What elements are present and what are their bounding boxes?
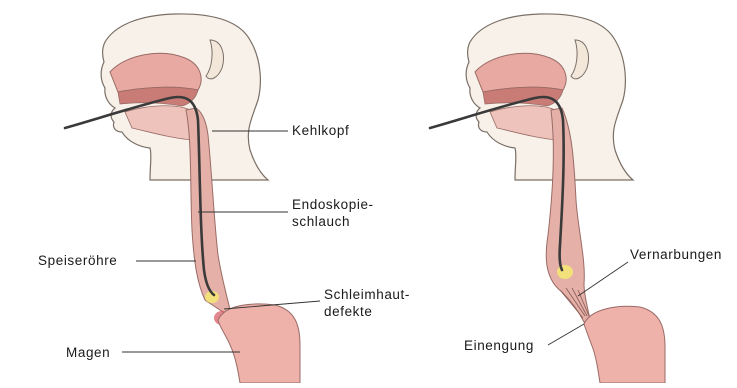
label-schleimhaut-line1: Schleimhaut- xyxy=(324,286,410,303)
label-magen: Magen xyxy=(66,344,110,361)
right-lesion-yellow xyxy=(557,265,573,279)
left-stomach xyxy=(218,304,300,383)
left-figure xyxy=(65,14,300,383)
right-palate xyxy=(483,87,563,106)
leader-einengung xyxy=(548,324,584,345)
label-schleimhaut-line2: defekte xyxy=(324,303,372,320)
label-vernarbungen: Vernarbungen xyxy=(630,246,722,263)
right-figure xyxy=(430,14,665,383)
label-endoskopie-line2: schlauch xyxy=(292,213,350,230)
label-einengung: Einengung xyxy=(464,337,534,354)
label-kehlkopf: Kehlkopf xyxy=(292,122,349,139)
label-speiseroehre: Speiseröhre xyxy=(38,252,117,269)
leader-vernarbungen xyxy=(578,262,628,296)
right-stomach xyxy=(584,306,665,383)
left-palate xyxy=(118,87,198,106)
label-endoskopie-line1: Endoskopie- xyxy=(292,196,374,213)
